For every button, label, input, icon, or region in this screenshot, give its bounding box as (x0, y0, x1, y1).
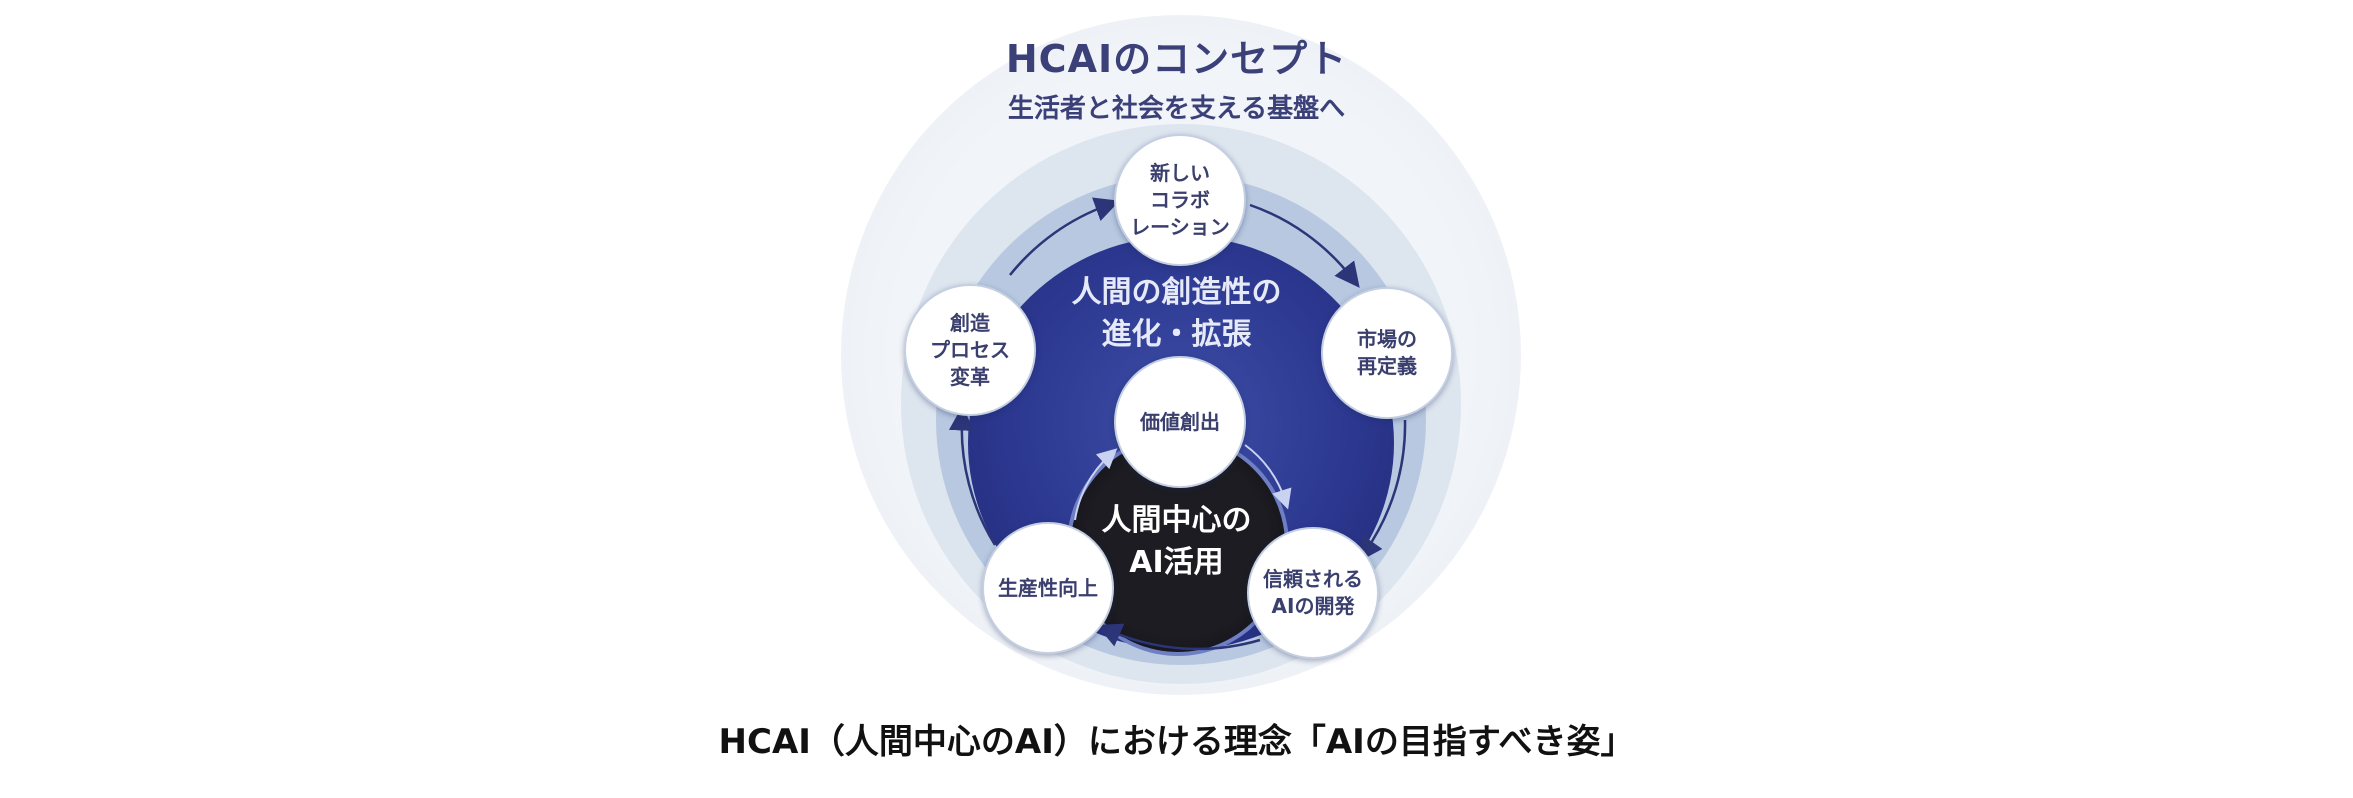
center-label: 人間中心の AI活用 (1101, 503, 1252, 580)
diagram-subtitle: 生活者と社会を支える基盤へ (1007, 94, 1346, 124)
arrow-top-to-right (1249, 203, 1360, 288)
node-creative-process: 創造 プロセス 変革 (904, 284, 1036, 416)
core-label: 人間の創造性の 進化・拡張 (1071, 275, 1282, 352)
node-new-collaboration: 新しい コラボ レーション (1114, 134, 1246, 266)
arrow-bottomright-to-bottomleft (1096, 623, 1261, 651)
arrow-right-to-bottomright (1357, 419, 1407, 563)
node-market-redefinition: 市場の 再定義 (1321, 287, 1453, 419)
arrow-bottomleft-to-left (948, 405, 997, 546)
arrow-inner-left (1074, 448, 1118, 521)
diagram-title: HCAIのコンセプト (1005, 37, 1348, 81)
arrow-inner-right (1244, 444, 1292, 510)
node-trusted-ai-development: 信頼される AIの開発 (1247, 527, 1379, 659)
node-value-creation: 価値創出 (1114, 356, 1246, 488)
arrow-left-to-top (1009, 197, 1120, 276)
figure-caption: HCAI（人間中心のAI）における理念「AIの目指すべき姿」 (718, 722, 1635, 762)
node-productivity: 生産性向上 (982, 522, 1114, 654)
